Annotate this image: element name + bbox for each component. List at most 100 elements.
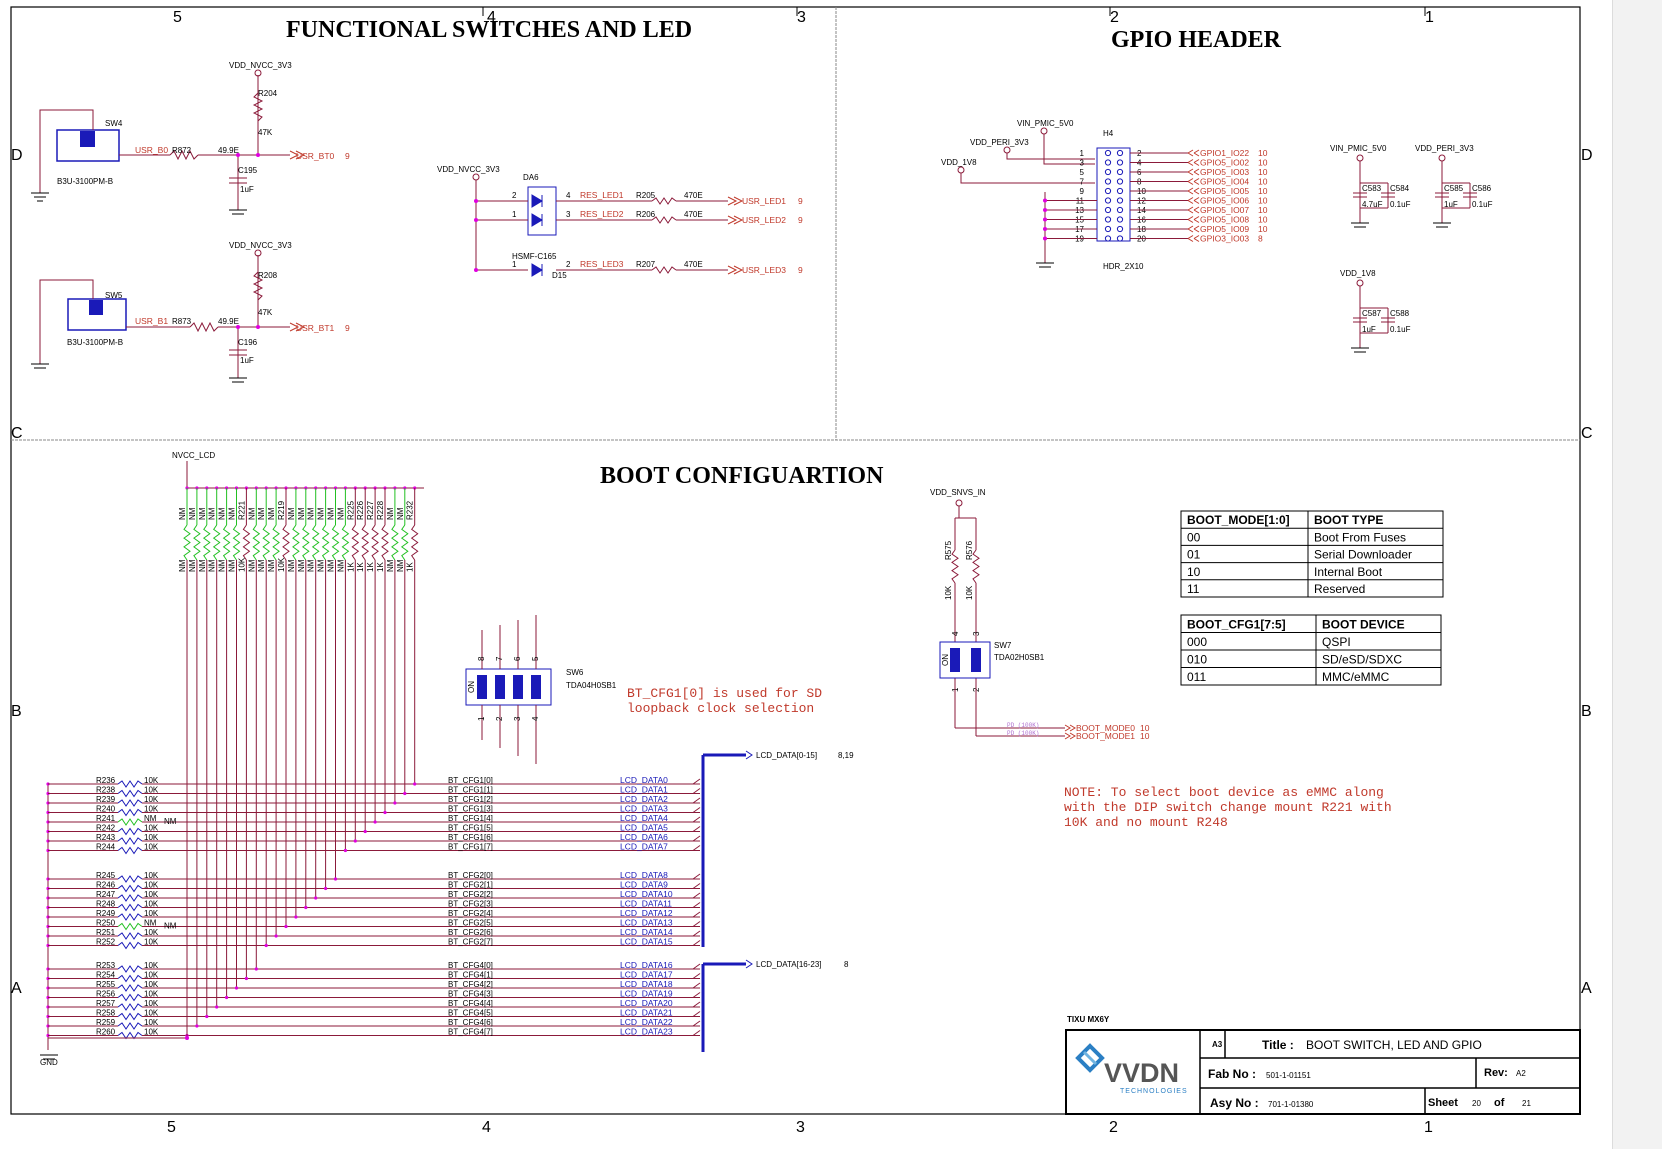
boot-cfg-net: BT_CFG4[4] <box>448 999 493 1008</box>
sw5-circuit: VDD_NVCC_3V3 R208 47K SW5 B3U-3100PM-B U… <box>31 241 350 383</box>
pullup-ref: NM <box>267 507 276 520</box>
lcd-net: LCD_DATA20 <box>620 998 673 1008</box>
junction <box>383 810 387 815</box>
resistor-symbol <box>272 524 280 561</box>
junction <box>373 820 377 824</box>
switch-ref: SW4 <box>105 119 123 128</box>
res-ref: R252 <box>96 938 116 947</box>
resistor-symbol <box>212 524 221 561</box>
table-cell: 10 <box>1187 565 1201 579</box>
header-part: HDR_2X10 <box>1103 262 1144 271</box>
pullup-ref: R227 <box>366 500 375 520</box>
sheet-number: 20 <box>1472 1099 1481 1108</box>
res-val: 10K <box>144 1009 159 1018</box>
resistor-symbol <box>117 818 143 826</box>
gpio-net: GPIO5_IO05 <box>1200 186 1249 196</box>
res-ref: R249 <box>96 909 116 918</box>
res-val: 10K <box>144 999 159 1008</box>
res-ref: R872 <box>172 146 192 155</box>
res-ref: R258 <box>96 1009 116 1018</box>
pin-pad <box>1104 206 1112 214</box>
res-ref: R244 <box>96 843 116 852</box>
resistor-symbol <box>361 524 370 561</box>
res-val: 10K <box>144 961 159 970</box>
resistor-symbol <box>189 321 219 333</box>
pullup-val: NM <box>247 559 256 572</box>
table-cell: 11 <box>1187 582 1200 596</box>
resistor-symbol <box>381 524 389 561</box>
pin-pad <box>1104 187 1112 195</box>
boot-cfg-net: BT_CFG1[1] <box>448 786 493 795</box>
table-header: BOOT TYPE <box>1314 513 1383 527</box>
junction <box>393 801 397 805</box>
offpage-sheet: 9 <box>345 323 350 333</box>
boot-cfg-net: BT_CFG4[7] <box>448 1028 493 1037</box>
pullup-ref: NM <box>396 507 405 520</box>
resistor-symbol <box>282 524 290 561</box>
offpage-net: USR_LED2 <box>742 215 786 225</box>
bus-label: LCD_DATA[0-15] <box>756 751 817 760</box>
vvdn-logo-mark <box>1075 1043 1105 1073</box>
res-val: 10K <box>944 585 953 600</box>
header-ref: H4 <box>1103 129 1114 138</box>
switch-part: B3U-3100PM-B <box>67 338 123 347</box>
res-val: 10K <box>144 1018 159 1027</box>
res-ref: R242 <box>96 824 116 833</box>
gpio-net: GPIO5_IO04 <box>1200 177 1249 187</box>
res-val: 49.9E <box>218 146 239 155</box>
junction <box>413 782 417 786</box>
part-ref: TDA02H0SB1 <box>994 653 1045 662</box>
offpage-net: USR_BT1 <box>296 323 335 333</box>
dip-slider <box>950 648 960 672</box>
gpio-net: GPIO1_IO22 <box>1200 148 1249 158</box>
col-marker: 2 <box>1109 1119 1118 1136</box>
pin-pad <box>1104 225 1112 233</box>
gnd-label: GND <box>40 1058 58 1067</box>
logo-subtext: TECHNOLOGIES <box>1120 1088 1188 1095</box>
note-line: 10K and no mount R248 <box>1064 815 1228 830</box>
resistor-symbol <box>117 808 143 817</box>
junction <box>1043 217 1047 222</box>
res-ref: R205 <box>636 191 656 200</box>
pin-number: 2 <box>495 716 504 721</box>
boot-cfg-net: BT_CFG4[0] <box>448 961 493 970</box>
row-marker: B <box>11 703 22 720</box>
boot-cfg-net: BT_CFG4[1] <box>448 971 493 980</box>
pin-pad <box>1116 168 1124 176</box>
table-cell: 010 <box>1187 653 1207 667</box>
bus-entry <box>692 845 701 851</box>
dip-slider <box>495 675 505 699</box>
bus-entry <box>692 1011 701 1017</box>
lcd-net: LCD_DATA18 <box>620 979 673 989</box>
pin-pad <box>1116 149 1124 157</box>
dip-slider <box>477 675 487 699</box>
resistor-symbol <box>410 524 419 561</box>
lcd-net: LCD_DATA19 <box>620 989 673 999</box>
junction <box>474 199 478 203</box>
gpio-sheet: 10 <box>1258 177 1268 187</box>
cap-ref: C587 <box>1362 309 1382 318</box>
resistor-symbol <box>117 903 143 912</box>
pullup-val: NM <box>198 559 207 572</box>
resistor-symbol <box>117 965 143 973</box>
res-ref: R256 <box>96 990 116 999</box>
asy-value: 701-1-01380 <box>1268 1100 1314 1109</box>
res-ref: R208 <box>258 271 278 280</box>
res-ref: R247 <box>96 890 116 899</box>
bus-entry <box>692 1001 701 1008</box>
resistor-symbol <box>321 524 330 561</box>
col-marker: 3 <box>797 9 806 26</box>
pin-pad <box>1116 187 1124 195</box>
pullup-bank: NMNMNMNMNMNMNMNMNMNMNMNMR22110KNMNMNMNMN… <box>178 486 419 572</box>
switch-ref: SW5 <box>105 291 123 300</box>
vertical-scrollbar[interactable] <box>1612 0 1662 1149</box>
boot-cfg-net: BT_CFG2[4] <box>448 909 493 918</box>
pullup-val: NM <box>386 559 395 572</box>
lcd-net: LCD_DATA15 <box>620 937 673 947</box>
res-ref: R246 <box>96 881 116 890</box>
resistor-symbol <box>951 549 959 584</box>
res-ref: R248 <box>96 900 116 909</box>
